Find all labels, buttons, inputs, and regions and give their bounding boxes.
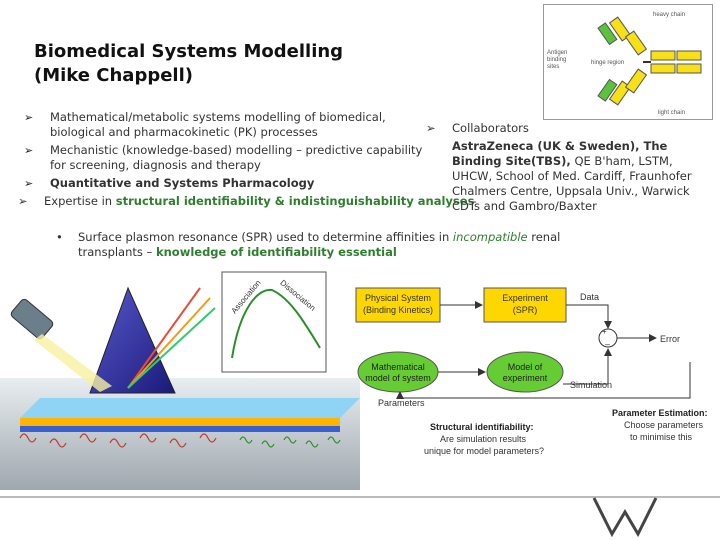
light-chain-shape bbox=[597, 22, 618, 102]
physical-system-label-1: Physical System bbox=[365, 293, 431, 303]
bullet-text: Mechanistic (knowledge-based) modelling bbox=[50, 143, 297, 157]
sub-bold: knowledge of identifiability essential bbox=[155, 245, 397, 259]
expertise-pre: Expertise in bbox=[44, 194, 116, 208]
simulation-label: Simulation bbox=[570, 380, 612, 390]
bullet-text-tail: – predictive capability for screening, d… bbox=[50, 143, 423, 172]
arrow-bullet-icon: ➢ bbox=[24, 111, 34, 124]
light-beam-shape bbox=[34, 334, 112, 392]
model-experiment-ellipse bbox=[486, 351, 564, 393]
prism-shape bbox=[89, 286, 176, 394]
bullet-text: Quantitative and Systems Pharmacology bbox=[50, 176, 315, 190]
antigen-label-3: sites bbox=[547, 64, 559, 70]
bullet-list: ➢ Mathematical/metabolic systems modelli… bbox=[24, 110, 424, 194]
structural-title: Structural identifiability: bbox=[430, 422, 534, 432]
collaborators-block: ➢ Collaborators AstraZeneca (UK & Sweden… bbox=[426, 121, 716, 214]
glass-layer bbox=[20, 398, 360, 418]
structural-text-2: unique for model parameters? bbox=[424, 446, 544, 456]
experiment-box bbox=[483, 287, 567, 323]
collaborators-body: AstraZeneca (UK & Sweden), The Binding S… bbox=[426, 139, 716, 214]
arrow-data bbox=[566, 304, 612, 329]
antigen-label-2: binding bbox=[547, 57, 566, 63]
hinge-label: hinge region bbox=[591, 60, 624, 66]
arrow-parameters bbox=[396, 362, 691, 399]
slide-title: Biomedical Systems Modelling (Mike Chapp… bbox=[34, 40, 414, 88]
estimation-title: Parameter Estimation: bbox=[612, 408, 708, 418]
university-logo-icon bbox=[592, 497, 658, 538]
spr-illustration: Association Dissociation bbox=[0, 271, 360, 490]
bullet-item: ➢ Mathematical/metabolic systems modelli… bbox=[24, 110, 424, 140]
physical-system-box bbox=[355, 287, 441, 323]
antibody-diagram: heavy chain Antigen binding sites hinge … bbox=[543, 4, 713, 120]
footer-divider bbox=[0, 496, 720, 498]
arrow-bullet-icon: ➢ bbox=[24, 177, 34, 190]
bullet-item: ➢ Quantitative and Systems Pharmacology bbox=[24, 176, 424, 191]
estimation-text-2: to minimise this bbox=[630, 432, 693, 442]
dot-bullet-icon: • bbox=[56, 230, 63, 244]
heavy-chain-shape bbox=[608, 16, 702, 106]
parameters-label: Parameters bbox=[378, 398, 425, 408]
arrow-bullet-icon: ➢ bbox=[24, 144, 34, 157]
background-floor bbox=[0, 378, 360, 490]
bullet-text: Mathematical/metabolic systems modelling… bbox=[50, 110, 386, 139]
bullet-item: ➢ Mechanistic (knowledge-based) modellin… bbox=[24, 143, 424, 173]
collaborators-heading: Collaborators bbox=[452, 121, 529, 135]
expertise-bullet: ➢ Expertise in structural identifiabilit… bbox=[18, 194, 578, 209]
experiment-label-2: (SPR) bbox=[513, 305, 538, 315]
arrow-simulation bbox=[563, 348, 612, 385]
light-source-icon bbox=[10, 298, 54, 340]
expertise-highlight: structural identifiability & indistingui… bbox=[115, 194, 475, 208]
reflected-beam-red bbox=[127, 287, 201, 389]
identifiability-flow-diagram: Physical System (Binding Kinetics) Exper… bbox=[355, 287, 708, 456]
experiment-label-1: Experiment bbox=[502, 293, 548, 303]
error-label: Error bbox=[660, 334, 680, 344]
sensor-layer bbox=[20, 426, 340, 432]
estimation-text-1: Choose parameters bbox=[624, 420, 704, 430]
sensorgram-curve bbox=[231, 288, 321, 359]
collaborators-rest: QE B'ham, LSTM, UHCW, School of Med. Car… bbox=[452, 154, 692, 213]
arrow-bullet-icon: ➢ bbox=[18, 194, 28, 208]
sub-mid: renal transplants – bbox=[78, 230, 561, 259]
plus-sign: + bbox=[602, 327, 607, 336]
ligand-chains bbox=[239, 436, 341, 448]
antigen-label-1: Antigen bbox=[547, 50, 567, 56]
physical-system-label-2: (Binding Kinetics) bbox=[363, 305, 433, 315]
spr-sub-bullet: • Surface plasmon resonance (SPR) used t… bbox=[56, 230, 616, 260]
model-experiment-label-1: Model of bbox=[508, 362, 543, 372]
collaborators-bold: AstraZeneca (UK & Sweden), The Binding S… bbox=[452, 139, 668, 168]
sub-pre: Surface plasmon resonance (SPR) used to … bbox=[78, 230, 453, 244]
reflected-beam-green bbox=[127, 307, 216, 389]
math-model-label-1: Mathematical bbox=[371, 362, 425, 372]
math-model-ellipse bbox=[357, 351, 439, 393]
title-line-1: Biomedical Systems Modelling bbox=[34, 41, 344, 62]
gold-layer bbox=[20, 418, 340, 426]
title-line-2: (Mike Chappell) bbox=[34, 65, 193, 86]
arrow-bullet-icon: ➢ bbox=[426, 121, 436, 135]
molecule-chains bbox=[19, 433, 217, 448]
data-label: Data bbox=[580, 292, 599, 302]
light-chain-label: light chain bbox=[658, 110, 685, 116]
sub-italic: incompatible bbox=[452, 230, 528, 244]
sensorgram-panel bbox=[221, 271, 327, 373]
model-experiment-label-2: experiment bbox=[503, 373, 548, 383]
heavy-chain-label: heavy chain bbox=[653, 12, 685, 18]
reflected-beam-orange bbox=[127, 297, 211, 389]
math-model-label-2: model of system bbox=[365, 373, 431, 383]
structural-text-1: Are simulation results bbox=[440, 434, 527, 444]
minus-sign: – bbox=[605, 339, 610, 349]
